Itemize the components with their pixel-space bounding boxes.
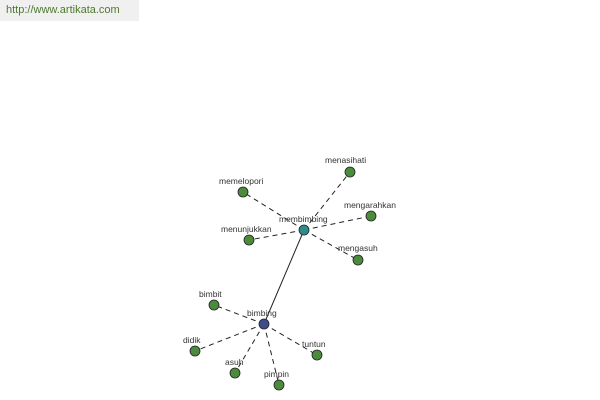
edges-layer — [194, 171, 372, 386]
node-dot-bimbing[interactable] — [258, 318, 270, 330]
edge-membimbing-menasihati — [303, 171, 351, 231]
node-bimbit[interactable]: bimbit — [199, 289, 222, 311]
node-dot-tuntun[interactable] — [311, 349, 323, 361]
node-dot-didik[interactable] — [189, 345, 201, 357]
node-label-bimbit: bimbit — [199, 289, 222, 299]
node-dot-menasihati[interactable] — [344, 166, 356, 178]
node-label-asuh: asuh — [225, 357, 244, 367]
node-dot-memelopori[interactable] — [237, 186, 249, 198]
node-didik[interactable]: didik — [183, 335, 201, 357]
edge-bimbing-pimpin — [263, 323, 280, 386]
node-dot-bimbit[interactable] — [208, 299, 220, 311]
edge-bimbing-asuh — [234, 323, 265, 374]
node-label-tuntun: tuntun — [302, 339, 326, 349]
node-dot-menunjukkan[interactable] — [243, 234, 255, 246]
node-asuh[interactable]: asuh — [225, 357, 244, 379]
node-dot-asuh[interactable] — [229, 367, 241, 379]
node-label-pimpin: pimpin — [264, 369, 289, 379]
node-pimpin[interactable]: pimpin — [264, 369, 289, 391]
node-tuntun[interactable]: tuntun — [302, 339, 326, 361]
source-url[interactable]: http://www.artikata.com — [0, 0, 139, 21]
node-mengarahkan[interactable]: mengarahkan — [344, 200, 396, 222]
edge-bimbing-tuntun — [263, 323, 318, 356]
node-membimbing[interactable]: membimbing — [279, 214, 328, 236]
node-label-membimbing: membimbing — [279, 214, 328, 224]
node-label-menunjukkan: menunjukkan — [221, 224, 272, 234]
node-label-mengarahkan: mengarahkan — [344, 200, 396, 210]
edge-membimbing-bimbing — [263, 229, 305, 325]
edge-bimbing-didik — [194, 323, 265, 352]
node-label-bimbing: bimbing — [247, 308, 277, 318]
edge-membimbing-mengarahkan — [303, 215, 372, 231]
node-dot-mengarahkan[interactable] — [365, 210, 377, 222]
node-label-didik: didik — [183, 335, 201, 345]
node-bimbing[interactable]: bimbing — [247, 308, 277, 330]
node-mengasuh[interactable]: mengasuh — [338, 243, 378, 266]
node-menunjukkan[interactable]: menunjukkan — [221, 224, 272, 246]
node-label-menasihati: menasihati — [325, 155, 366, 165]
node-dot-membimbing[interactable] — [298, 224, 310, 236]
node-dot-mengasuh[interactable] — [352, 254, 364, 266]
edge-membimbing-menunjukkan — [248, 229, 305, 241]
node-label-mengasuh: mengasuh — [338, 243, 378, 253]
edge-membimbing-mengasuh — [303, 229, 359, 261]
node-menasihati[interactable]: menasihati — [325, 155, 366, 178]
node-memelopori[interactable]: memelopori — [219, 176, 264, 198]
node-label-memelopori: memelopori — [219, 176, 264, 186]
node-dot-pimpin[interactable] — [273, 379, 285, 391]
edge-membimbing-memelopori — [242, 191, 305, 231]
